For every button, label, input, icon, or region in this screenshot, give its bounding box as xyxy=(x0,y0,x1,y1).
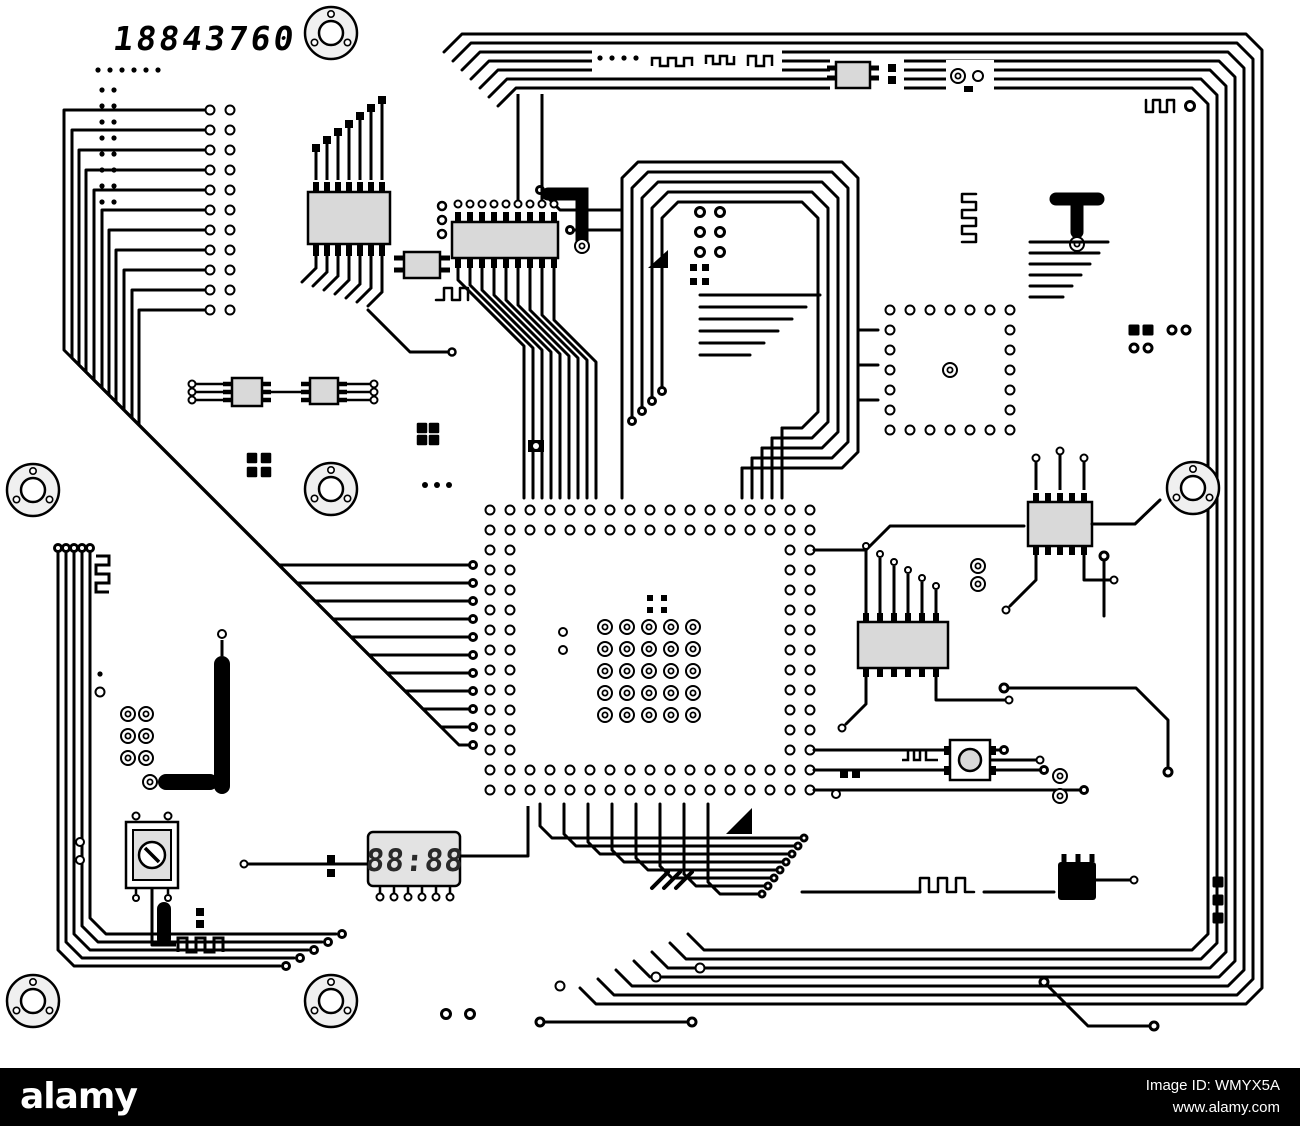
seven-segment-digits: 88:88 xyxy=(364,843,465,879)
mounting-hole xyxy=(1165,460,1221,516)
cpu-bottom-fanout xyxy=(538,802,809,899)
bga-via-grid xyxy=(594,616,704,726)
nested-loop-traces xyxy=(535,160,860,500)
board-serial-number: 18843760 xyxy=(111,19,299,58)
mounting-hole xyxy=(5,973,61,1029)
watermark-meta: Image ID: WMYX5A www.alamy.com xyxy=(1146,1077,1280,1118)
top-left-dots xyxy=(95,67,161,205)
black-l-bar-component xyxy=(142,629,230,794)
black-bracket-component xyxy=(541,187,590,254)
bottom-left-pads-cluster xyxy=(75,554,225,954)
black-square-component xyxy=(1058,854,1139,900)
website-url-text: www.alamy.com xyxy=(1172,1098,1280,1116)
watermark-bar: alamy Image ID: WMYX5A www.alamy.com xyxy=(0,1068,1300,1126)
image-id-text: Image ID: WMYX5A xyxy=(1145,1076,1280,1094)
ic5-soic-right xyxy=(970,446,1162,615)
right-side-decorations xyxy=(960,98,1224,924)
diagonal-bus-bundle xyxy=(62,108,478,750)
push-button-component xyxy=(831,738,1045,799)
cpu-pad-col-right xyxy=(780,540,820,760)
misc-decorations xyxy=(246,200,752,890)
left-bottom-trace-bundle xyxy=(53,543,347,971)
ic1-soic xyxy=(300,96,392,308)
trimmer-potentiometer xyxy=(124,811,180,947)
mounting-hole xyxy=(303,461,359,517)
top-strip-decorations xyxy=(592,46,994,94)
cpu-pad-row-bottom xyxy=(480,760,820,800)
ic4-small-chip xyxy=(271,376,379,406)
alamy-logo: alamy xyxy=(20,1076,138,1117)
cpu-pad-col-left xyxy=(480,540,520,760)
mounting-hole xyxy=(5,462,61,518)
cpu-pad-row-top xyxy=(480,500,820,540)
cpu-socket-pad-field xyxy=(480,500,820,800)
ic7-small-chip xyxy=(394,250,450,280)
bottom-center-decorations xyxy=(440,876,1160,1032)
ic2-soic-wide xyxy=(450,94,598,500)
mounting-hole xyxy=(303,5,359,61)
circuit-board-illustration: 88:88 xyxy=(5,5,1264,1032)
mounting-hole xyxy=(303,973,359,1029)
ic3-small-chip xyxy=(187,376,271,408)
header-pad-columns xyxy=(200,100,240,320)
qfp-footprint xyxy=(856,300,1020,440)
ic-top-small-chip xyxy=(827,56,904,94)
seven-segment-display: 88:88 xyxy=(239,806,530,902)
ic6-soic-center xyxy=(837,542,1014,733)
